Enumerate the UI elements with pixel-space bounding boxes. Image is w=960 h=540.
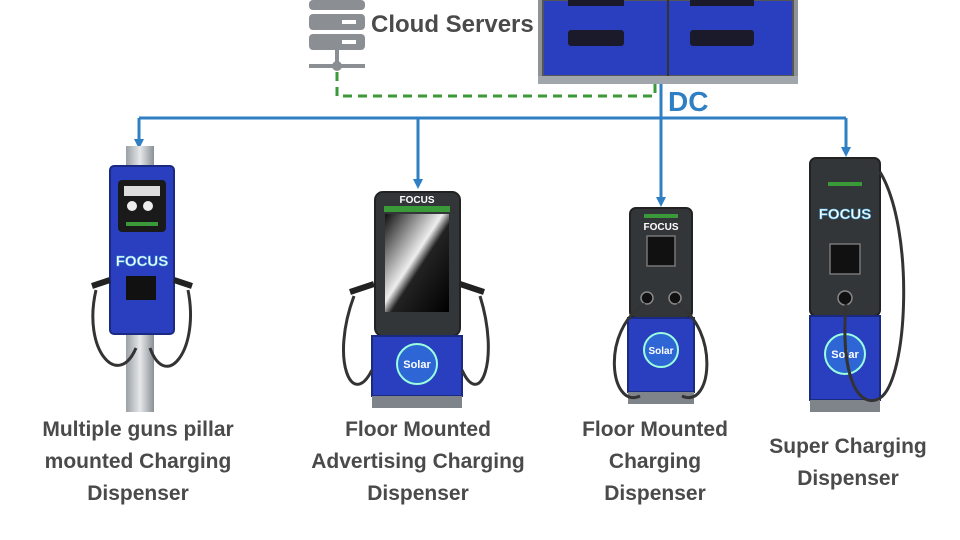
svg-text:Solar: Solar (648, 346, 673, 357)
svg-text:FOCUS: FOCUS (644, 222, 679, 233)
advertising-dispenser: FOCUS Solar (342, 191, 490, 408)
svg-text:FOCUS: FOCUS (400, 195, 435, 206)
cloud-servers-label: Cloud Servers (371, 11, 534, 38)
floor-dispenser: FOCUS Solar (612, 207, 709, 404)
super-dispenser-label: Super Charging Dispenser (769, 435, 927, 490)
svg-text:FOCUS: FOCUS (819, 206, 872, 223)
svg-text:Solar: Solar (403, 359, 431, 371)
server-icon (309, 0, 365, 71)
data-link-line (335, 72, 657, 98)
power-cabinet (538, 0, 798, 84)
super-dispenser: FOCUS Solar (809, 157, 906, 412)
floor-dispenser-label: Floor Mounted Charging Dispenser (582, 418, 728, 505)
dc-distribution-lines (134, 84, 851, 207)
advertising-dispenser-label: Floor Mounted Advertising Charging Dispe… (311, 418, 525, 505)
svg-text:FOCUS: FOCUS (116, 253, 169, 270)
pillar-dispenser-label: Multiple guns pillar mounted Charging Di… (42, 418, 234, 505)
pillar-dispenser: FOCUS (91, 146, 193, 412)
dc-label: DC (668, 86, 709, 117)
